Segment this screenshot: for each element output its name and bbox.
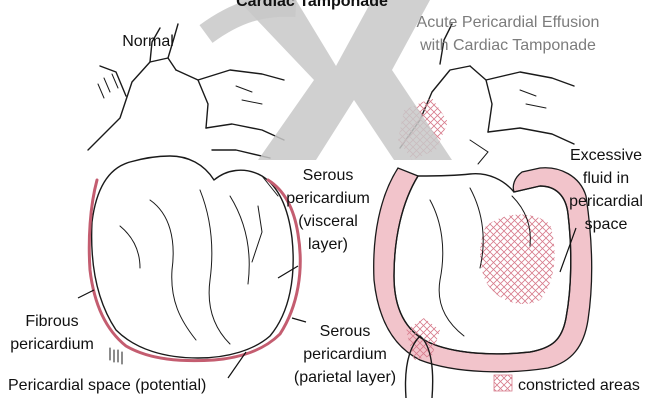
svg-text:space: space (585, 216, 628, 233)
svg-text:pericardium: pericardium (303, 346, 387, 363)
legend-label: constricted areas (518, 377, 640, 394)
svg-text:Excessive: Excessive (570, 147, 642, 164)
normal-heart-illustration (88, 24, 300, 364)
svg-text:Fibrous: Fibrous (25, 313, 78, 330)
svg-text:pericardium: pericardium (286, 190, 370, 207)
label-pericardial-space: Pericardial space (potential) (8, 377, 206, 394)
leader-visceral (278, 266, 298, 278)
svg-text:Serous: Serous (303, 167, 354, 184)
label-serous-parietal: Serous pericardium (parietal layer) (294, 323, 396, 386)
legend: constricted areas (494, 375, 640, 394)
svg-text:pericardium: pericardium (10, 336, 94, 353)
svg-text:fluid in: fluid in (583, 170, 629, 187)
diagram-title: Cardiac Tamponade (236, 0, 388, 10)
label-fibrous-pericardium: Fibrous pericardium (10, 313, 94, 353)
svg-text:layer): layer) (308, 236, 348, 253)
normal-heading: Normal (122, 33, 174, 50)
constricted-area-ventricle (480, 214, 555, 304)
svg-text:pericardial: pericardial (569, 193, 643, 210)
tamponade-heading-line1: Acute Pericardial Effusion (417, 14, 600, 31)
svg-text:(parietal layer): (parietal layer) (294, 369, 396, 386)
leader-fibrous (78, 290, 94, 298)
leader-parietal (292, 318, 306, 322)
svg-text:(visceral: (visceral (298, 213, 358, 230)
tamponade-heading-line2: with Cardiac Tamponade (419, 37, 596, 54)
legend-swatch-crosshatch (494, 375, 512, 391)
tamponade-heart-illustration (374, 24, 592, 398)
svg-text:Serous: Serous (320, 323, 371, 340)
